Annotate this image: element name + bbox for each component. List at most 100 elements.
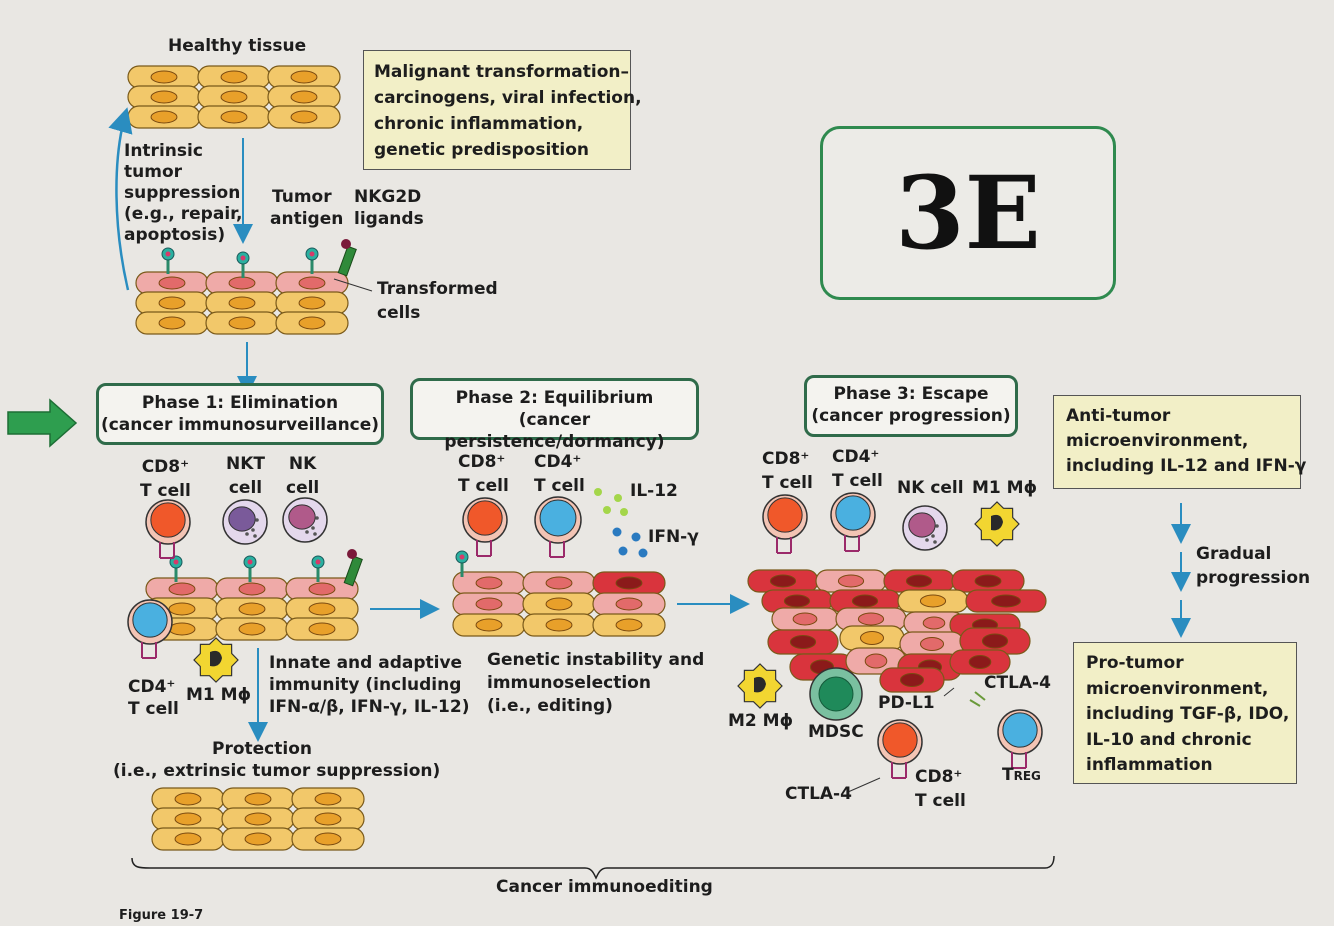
phase1-tissue <box>145 577 359 641</box>
healthy-cell <box>127 65 201 89</box>
phase1-cell <box>145 577 219 601</box>
malignant-line-4: genetic predisposition <box>374 140 590 160</box>
ifng-molecule <box>631 532 641 542</box>
protection-line-1: Protection <box>212 739 312 759</box>
phase1-antigen <box>311 555 325 582</box>
mdsc-label: MDSC <box>808 722 864 742</box>
phase1-cell <box>215 617 289 641</box>
phase2-cell <box>522 613 596 637</box>
protected-cell <box>291 807 365 831</box>
p1-nk-cell <box>282 497 328 543</box>
healthy-cell <box>127 105 201 129</box>
intrinsic-line-5: apoptosis) <box>124 225 226 245</box>
p2-text-line-3: (i.e., editing) <box>487 696 613 716</box>
phase3-title: Phase 3: Escape <box>833 384 989 404</box>
p3-cd8-line-1: CD8⁺ <box>762 449 810 469</box>
malignant-transformation-box: Malignant transformation– carcinogens, v… <box>363 50 642 170</box>
tumor-antigen-receptor <box>236 251 250 278</box>
treg-main: T <box>1002 765 1014 785</box>
nkg2d-ligands-label: NKG2D ligands <box>354 186 424 230</box>
healthy-cell <box>197 105 271 129</box>
tumor-cell <box>747 569 819 593</box>
healthy-cell <box>267 105 341 129</box>
transformed-cell <box>275 291 349 315</box>
protected-cell <box>151 787 225 811</box>
ifng-molecule <box>638 548 648 558</box>
green-pointer-arrow <box>7 398 78 448</box>
p1-nkt-line-1: NKT <box>226 454 265 474</box>
il12-label: IL-12 <box>630 481 678 501</box>
p2-cd8-label: CD8⁺ T cell <box>458 450 509 498</box>
p3-cd8-t-cell-exhausted <box>877 719 923 779</box>
ctla4-lower-label: CTLA-4 <box>785 784 852 804</box>
antitumor-line-1: Anti-tumor <box>1066 406 1171 426</box>
p1-cd4-label: CD4⁺ T cell <box>128 676 179 720</box>
p3-cd8-line-2: T cell <box>762 473 813 493</box>
p1-nkt-label: NKT cell <box>226 452 265 500</box>
il12-molecule <box>620 508 628 516</box>
p1-m1-macrophage <box>193 637 239 683</box>
il12-molecule <box>603 506 611 514</box>
tumor-cell <box>829 589 901 613</box>
p2-text-line-1: Genetic instability and <box>487 650 705 670</box>
tumor-cell <box>771 607 839 631</box>
healthy-cell <box>127 85 201 109</box>
mdsc-cell <box>809 667 863 721</box>
intrinsic-suppression-arrow <box>108 107 133 291</box>
p3-nk-label: NK cell <box>897 478 964 498</box>
p1-nk-label: NK cell <box>286 452 319 500</box>
p1-cd8-label: CD8⁺ T cell <box>140 455 191 503</box>
healthy-tissue-title: Healthy tissue <box>168 36 307 56</box>
3e-badge-text: 3E <box>895 154 1041 272</box>
phase1-title: Phase 1: Elimination <box>141 393 339 413</box>
transformed-cell <box>205 271 279 295</box>
p3-cd4-line-2: T cell <box>832 471 883 491</box>
tumor-cell <box>883 569 955 593</box>
phase2-cell <box>522 592 596 616</box>
phase1-nkg2d-ligand <box>343 549 363 587</box>
m2-macrophage <box>737 663 783 709</box>
transformed-line-2: cells <box>377 303 421 323</box>
healthy-cell <box>197 85 271 109</box>
p1-text-line-2: immunity (including <box>269 675 462 695</box>
immunoediting-bracket <box>131 855 1055 880</box>
treg-label: TREG <box>1002 764 1041 787</box>
transformed-cell <box>275 311 349 335</box>
p3-cd8b-label: CD8⁺ T cell <box>915 765 966 813</box>
protected-cell <box>151 807 225 831</box>
phase1-box: Phase 1: Elimination (cancer immunosurve… <box>96 383 384 445</box>
phase1-cell <box>215 597 289 621</box>
antitumor-line-2: microenvironment, <box>1066 431 1249 451</box>
p3-m1-macrophage <box>974 501 1020 547</box>
nkg2d-ligand <box>337 239 357 277</box>
transformed-cells-label: Transformed cells <box>377 277 498 325</box>
3e-badge: 3E <box>820 126 1116 300</box>
tumor-cell <box>767 629 839 655</box>
p2-cd4-line-2: T cell <box>534 476 585 496</box>
p1-m1-label: M1 Mϕ <box>186 685 252 705</box>
intrinsic-suppression-label: Intrinsic tumor suppression (e.g., repai… <box>124 141 243 246</box>
phase2-cell <box>452 613 526 637</box>
intrinsic-line-1: Intrinsic <box>124 141 203 161</box>
gradual-line-2: progression <box>1196 568 1311 588</box>
healthy-cell <box>267 85 341 109</box>
gradual-progression-label: Gradual progression <box>1196 542 1310 590</box>
phase3-box: Phase 3: Escape (cancer progression) <box>804 375 1018 437</box>
ctla4-upper-label: CTLA-4 <box>984 673 1051 693</box>
malignant-line-2: carcinogens, viral infection, <box>374 88 642 108</box>
p2-cd4-t-cell <box>534 496 582 558</box>
tumor-antigen-receptor <box>305 247 319 274</box>
healthy-cell <box>197 65 271 89</box>
tumor-cell <box>835 607 907 631</box>
phase2-tissue <box>452 571 666 637</box>
p3-cd4-t-cell <box>830 492 876 552</box>
intrinsic-line-4: (e.g., repair, <box>124 204 243 224</box>
p1-cd4-t-cell <box>127 599 173 659</box>
ifng-label: IFN-γ <box>648 527 699 547</box>
protected-cell <box>151 827 225 851</box>
tumor-cell <box>965 589 1047 613</box>
healthy-tissue-cells <box>127 65 341 129</box>
tumor-cell <box>815 569 887 593</box>
tumor-cell <box>879 667 945 693</box>
malignant-line-3: chronic inflammation, <box>374 114 584 134</box>
